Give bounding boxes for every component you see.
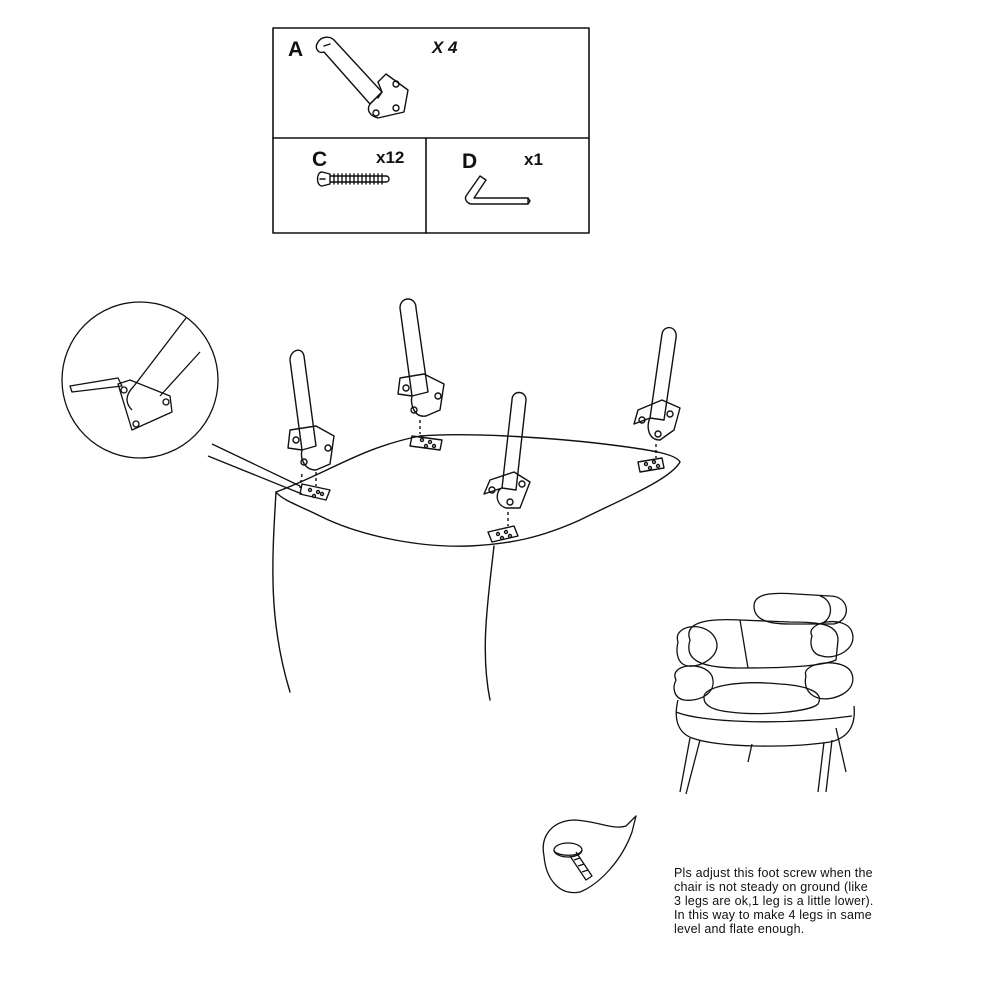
note-line: Pls adjust this foot screw when the — [674, 866, 873, 880]
chair-icon — [673, 592, 855, 795]
part-d-quantity: x1 — [524, 150, 543, 169]
note-line: chair is not steady on ground (like — [674, 880, 868, 894]
leg-front-right — [483, 391, 531, 543]
upturned-seat — [272, 434, 681, 701]
note-line: 3 legs are ok,1 leg is a little lower). — [674, 894, 874, 908]
leg-back-right — [633, 327, 681, 473]
part-d-letter: D — [462, 150, 478, 173]
leg-back-left — [397, 298, 445, 451]
foot-screw-icon — [542, 815, 637, 894]
screw-icon — [316, 171, 390, 187]
parts-table-frame — [272, 27, 590, 234]
part-a-quantity: X 4 — [432, 38, 458, 57]
allen-key-icon — [464, 175, 531, 205]
part-a-letter: A — [288, 38, 304, 61]
note-line: In this way to make 4 legs in same — [674, 908, 872, 922]
part-c-letter: C — [312, 148, 328, 171]
magnifier-icon — [61, 301, 303, 495]
note-line: level and flate enough. — [674, 922, 805, 936]
part-c-quantity: x12 — [376, 148, 405, 167]
leg-icon — [315, 36, 409, 119]
leg-left — [287, 349, 335, 501]
adjustment-note: Pls adjust this foot screw when the chai… — [674, 866, 924, 936]
